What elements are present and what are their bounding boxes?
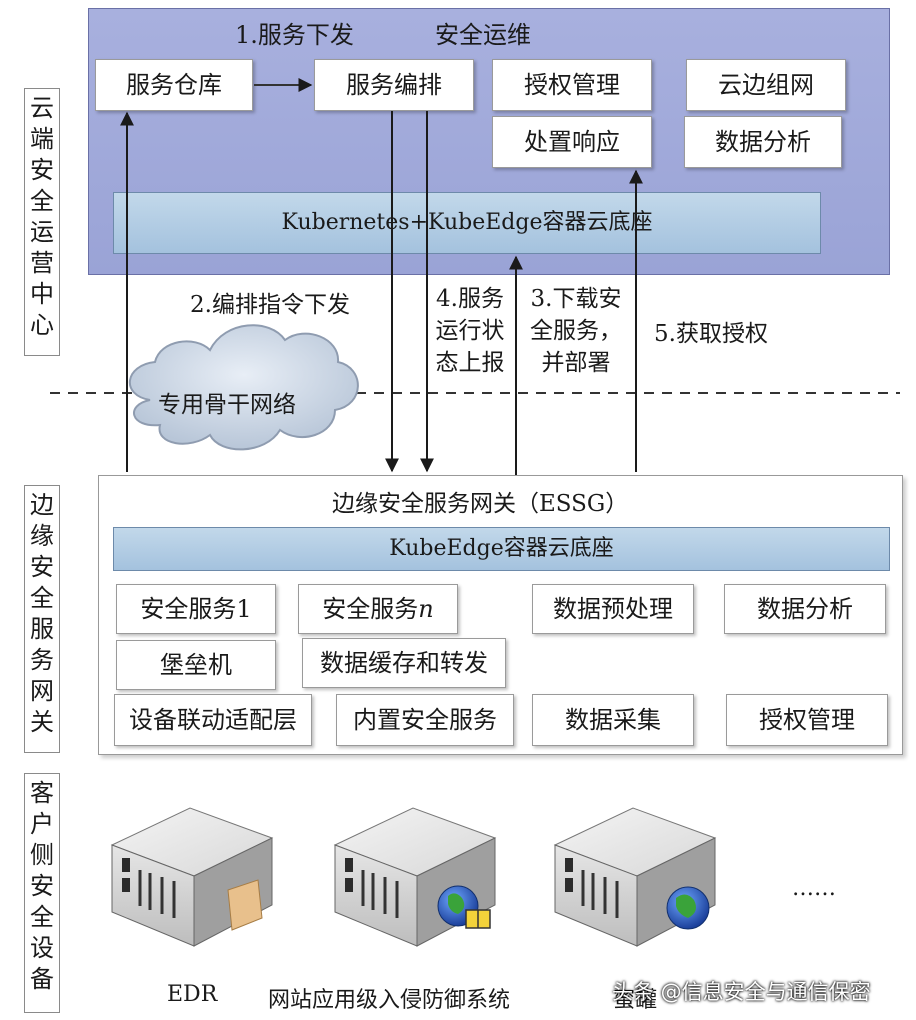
security-service-n-index: n <box>418 595 434 623</box>
bastion-host-box: 堡垒机 <box>116 640 276 690</box>
edr-server-icon <box>110 807 274 947</box>
security-service-1-box: 安全服务1 <box>116 584 276 634</box>
honeypot-server-icon <box>553 807 717 947</box>
more-devices-ellipsis: …… <box>792 876 836 901</box>
gateway-title: 边缘安全服务网关（ESSG） <box>332 491 629 517</box>
edr-label: EDR <box>167 982 218 1007</box>
backbone-cloud-shape <box>129 324 359 451</box>
kubeedge-base-bar: KubeEdge容器云底座 <box>113 527 890 571</box>
honeypot-label: 蜜罐 <box>613 988 658 1013</box>
cloud-authorization-box: 授权管理 <box>492 59 652 111</box>
security-service-n-box: 安全服务n <box>298 584 458 634</box>
security-service-n-label: 安全服务 <box>322 595 419 623</box>
edge-authorization-box: 授权管理 <box>726 694 888 746</box>
waf-server-icon <box>333 807 497 947</box>
waf-label: 网站应用级入侵防御系统 <box>268 988 511 1013</box>
orchestration-instruction-label: 2.编排指令下发 <box>190 292 350 318</box>
incident-response-box: 处置响应 <box>492 116 652 168</box>
cloud-edge-network-box: 云边组网 <box>686 59 846 111</box>
cloud-center-side-label: 云端安全运营中心 <box>24 88 60 356</box>
edge-data-analysis-box: 数据分析 <box>724 584 886 634</box>
backbone-network-label: 专用骨干网络 <box>158 392 296 418</box>
k8s-kubeedge-base-bar: Kubernetes+KubeEdge容器云底座 <box>113 192 821 254</box>
service-orchestration-box: 服务编排 <box>314 59 474 111</box>
service-delivery-header: 1.服务下发 <box>235 21 354 49</box>
data-cache-forward-box: 数据缓存和转发 <box>302 638 506 688</box>
cloud-data-analysis-box: 数据分析 <box>684 116 842 168</box>
data-preprocessing-box: 数据预处理 <box>532 584 694 634</box>
gateway-side-label: 边缘安全服务网关 <box>24 485 60 753</box>
get-authorization-label: 5.获取授权 <box>654 321 768 347</box>
builtin-security-service-box: 内置安全服务 <box>336 694 514 746</box>
data-collection-box: 数据采集 <box>532 694 694 746</box>
security-ops-header: 安全运维 <box>435 21 531 49</box>
service-repository-box: 服务仓库 <box>95 59 253 111</box>
download-deploy-label: 3.下载安全服务，并部署 <box>530 286 622 376</box>
service-status-report-label: 4.服务运行状态上报 <box>435 286 505 376</box>
client-side-label: 客户侧安全设备 <box>24 773 60 1013</box>
device-adapter-layer-box: 设备联动适配层 <box>114 694 312 746</box>
watermark: 头条 @信息安全与通信保密 <box>612 980 871 1004</box>
